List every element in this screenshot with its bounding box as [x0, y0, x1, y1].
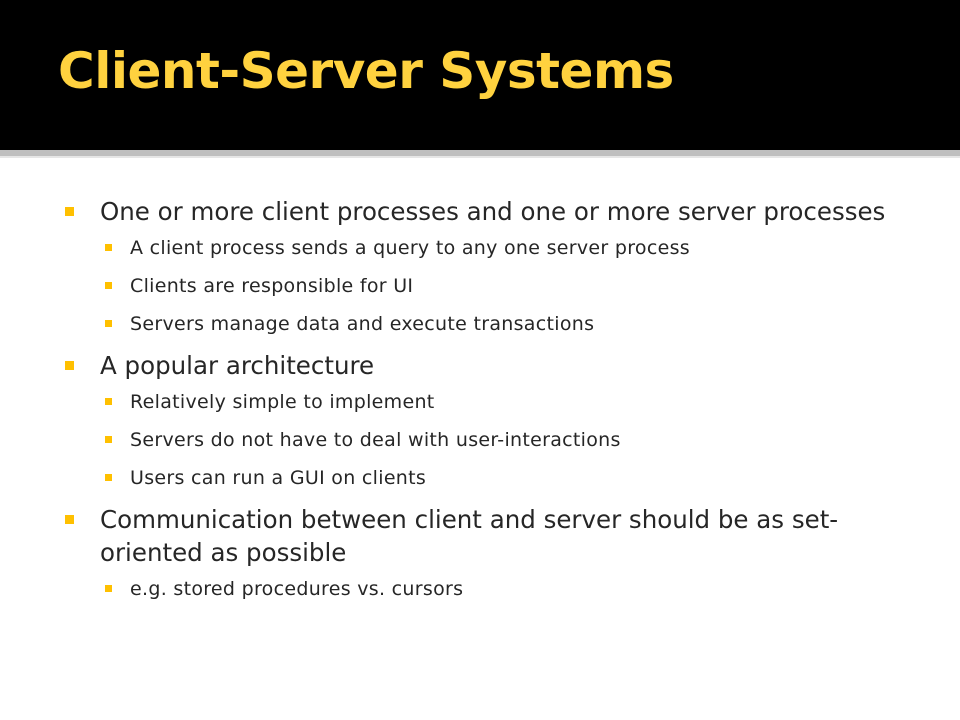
sub-bullet-text: Servers do not have to deal with user-in…: [130, 429, 621, 451]
square-bullet-icon: [65, 207, 74, 216]
square-bullet-icon: [105, 282, 112, 289]
bullet-text: One or more client processes and one or …: [100, 197, 886, 226]
sub-bullet-text: e.g. stored procedures vs. cursors: [130, 578, 464, 600]
bullet-item: A popular architecture: [60, 349, 900, 382]
sub-bullet-item: A client process sends a query to any on…: [90, 235, 900, 261]
bullet-text: A popular architecture: [100, 351, 375, 380]
bullet-item: Communication between client and server …: [60, 503, 900, 569]
slide-body: One or more client processes and one or …: [60, 195, 900, 614]
sub-bullet-item: Clients are responsible for UI: [90, 273, 900, 299]
sub-bullet-text: Users can run a GUI on clients: [130, 467, 427, 489]
title-divider: [0, 150, 960, 156]
slide-title: Client-Server Systems: [58, 42, 674, 100]
sub-bullet-text: A client process sends a query to any on…: [130, 237, 690, 259]
sub-bullet-text: Clients are responsible for UI: [130, 275, 414, 297]
square-bullet-icon: [105, 474, 112, 481]
sub-bullet-item: Servers manage data and execute transact…: [90, 311, 900, 337]
title-bar: [0, 0, 960, 150]
bullet-text: Communication between client and server …: [100, 505, 839, 567]
square-bullet-icon: [105, 320, 112, 327]
square-bullet-icon: [105, 244, 112, 251]
title-divider-highlight: [0, 156, 960, 158]
sub-bullet-item: e.g. stored procedures vs. cursors: [90, 576, 900, 602]
sub-bullet-text: Servers manage data and execute transact…: [130, 313, 595, 335]
square-bullet-icon: [65, 361, 74, 370]
sub-bullet-item: Users can run a GUI on clients: [90, 465, 900, 491]
square-bullet-icon: [105, 398, 112, 405]
square-bullet-icon: [65, 515, 74, 524]
square-bullet-icon: [105, 585, 112, 592]
square-bullet-icon: [105, 436, 112, 443]
bullet-item: One or more client processes and one or …: [60, 195, 900, 228]
sub-bullet-text: Relatively simple to implement: [130, 391, 435, 413]
sub-bullet-item: Servers do not have to deal with user-in…: [90, 427, 900, 453]
sub-bullet-item: Relatively simple to implement: [90, 389, 900, 415]
